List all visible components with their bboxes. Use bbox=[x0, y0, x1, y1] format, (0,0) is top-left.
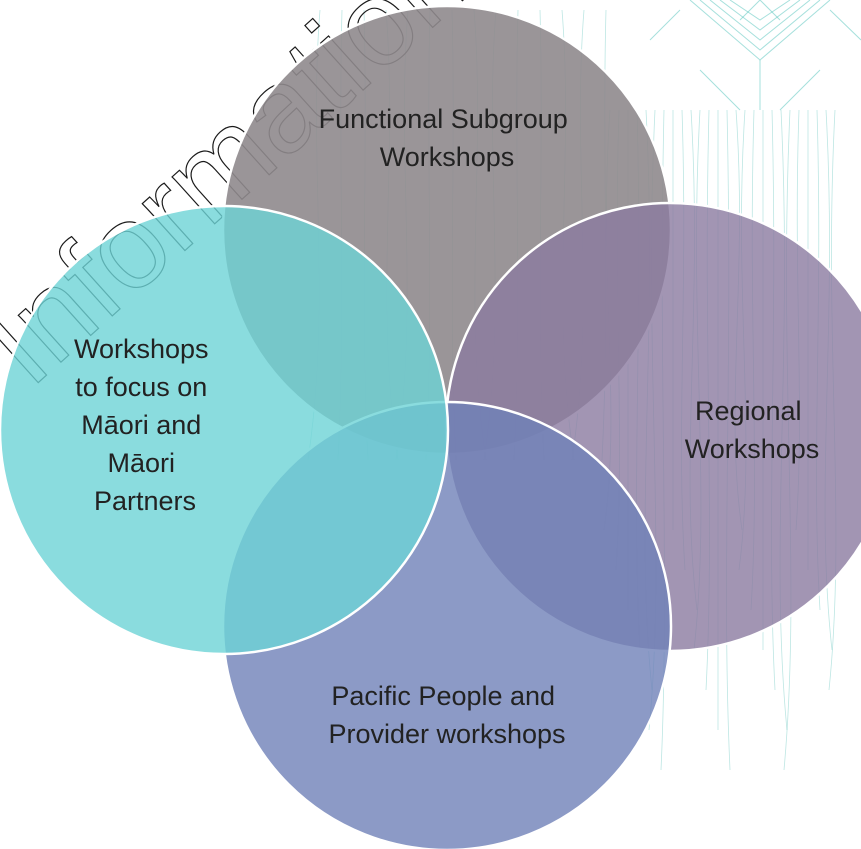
venn-circles bbox=[0, 4, 861, 849]
label-regional: Regional Workshops bbox=[685, 396, 820, 464]
label-line: Māori bbox=[107, 448, 175, 478]
label-line: Workshops bbox=[380, 142, 515, 172]
label-line: Workshops bbox=[74, 334, 209, 364]
label-line: Regional bbox=[695, 396, 802, 426]
label-line: Provider workshops bbox=[328, 719, 565, 749]
label-pacific: Pacific People and Provider workshops bbox=[328, 681, 565, 749]
label-functional-subgroup: Functional Subgroup Workshops bbox=[319, 104, 576, 172]
label-line: Partners bbox=[94, 486, 196, 516]
label-line: Pacific People and bbox=[331, 681, 555, 711]
label-line: Functional Subgroup bbox=[319, 104, 568, 134]
label-maori: Workshops to focus on Māori and Māori Pa… bbox=[74, 334, 216, 516]
label-line: Māori and bbox=[81, 410, 201, 440]
triangle-pattern bbox=[649, 0, 861, 111]
label-line: Workshops bbox=[685, 434, 820, 464]
circle-maori bbox=[0, 204, 450, 656]
label-line: to focus on bbox=[75, 372, 207, 402]
